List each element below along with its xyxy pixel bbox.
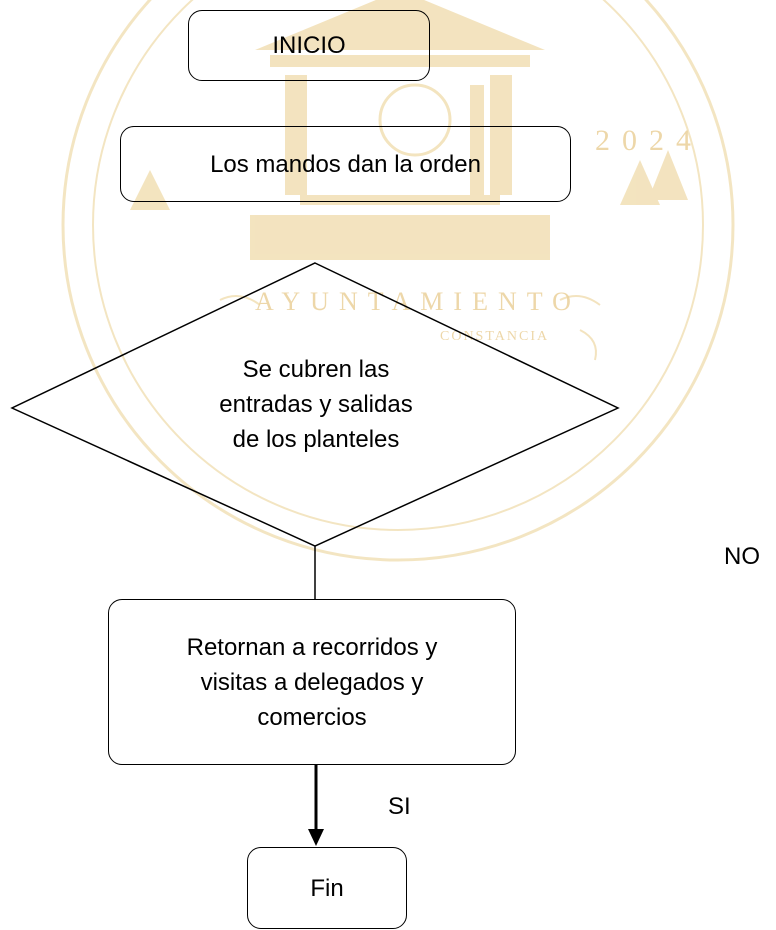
decision-label: Se cubren las entradas y salidas de los … <box>185 352 447 457</box>
process-node-return: Retornan a recorridos y visitas a delega… <box>108 599 516 765</box>
seal-subtitle: CONSTANCIA <box>440 329 549 344</box>
edge-label-no: NO <box>724 543 760 570</box>
seal-outer-ring <box>61 0 735 562</box>
decision-line: Se cubren las <box>242 356 390 383</box>
seal-laurel-icon <box>219 295 601 361</box>
end-node: Fin <box>247 847 407 929</box>
seal-inner-ring <box>92 0 704 531</box>
seal-year: 2024 <box>595 124 703 157</box>
edge-label-si: SI <box>388 793 411 820</box>
end-label: Fin <box>310 874 344 902</box>
seal-motto: AYUNTAMIENTO <box>255 287 581 316</box>
decision-line: entradas y salidas <box>219 391 413 418</box>
seal-tree-icon <box>130 150 688 210</box>
seal-building-icon <box>250 0 550 260</box>
return-line: visitas a delegados y <box>200 668 424 696</box>
return-line: Retornan a recorridos y <box>186 633 438 661</box>
order-label: Los mandos dan la orden <box>210 150 481 178</box>
process-node-order: Los mandos dan la orden <box>120 126 571 202</box>
start-node: INICIO <box>188 10 430 81</box>
start-label: INICIO <box>272 32 346 59</box>
arrow-head-icon <box>308 829 324 846</box>
decision-line: de los planteles <box>232 426 400 453</box>
return-line: comercios <box>257 703 367 731</box>
seal-clock-icon <box>378 83 452 157</box>
